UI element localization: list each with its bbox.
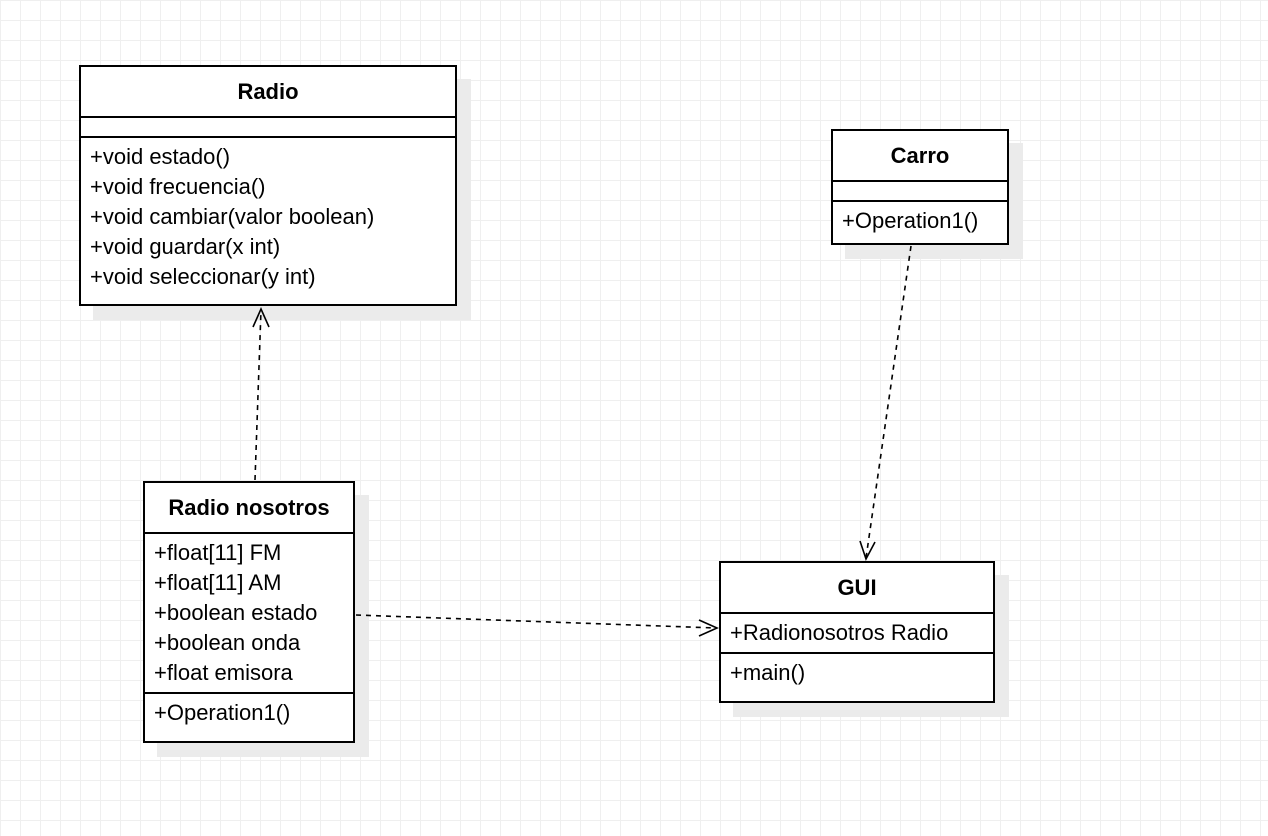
class-carro[interactable]: Carro +Operation1() bbox=[831, 129, 1009, 245]
attribute-item: +boolean onda bbox=[154, 630, 301, 655]
attribute-item: +float[11] FM bbox=[154, 540, 282, 565]
class-gui-name: GUI bbox=[721, 563, 993, 614]
class-radio-nosotros-attributes: +float[11] FM +float[11] AM +boolean est… bbox=[145, 534, 353, 694]
method-item: +void frecuencia() bbox=[90, 174, 266, 199]
attribute-item: +float[11] AM bbox=[154, 570, 282, 595]
class-gui-attributes: +Radionosotros Radio bbox=[721, 614, 993, 654]
method-item: +Operation1() bbox=[154, 700, 291, 725]
class-radio-attributes bbox=[81, 118, 455, 138]
class-carro-methods: +Operation1() bbox=[833, 202, 1007, 240]
class-radio-nosotros[interactable]: Radio nosotros +float[11] FM +float[11] … bbox=[143, 481, 355, 743]
dependency-carro-to-gui[interactable] bbox=[859, 245, 912, 562]
attribute-item: +Radionosotros Radio bbox=[730, 620, 949, 645]
class-carro-attributes bbox=[833, 182, 1007, 202]
class-radio-methods: +void estado() +void frecuencia() +void … bbox=[81, 138, 455, 296]
method-item: +void seleccionar(y int) bbox=[90, 264, 316, 289]
method-item: +Operation1() bbox=[842, 208, 979, 233]
attribute-item: +float emisora bbox=[154, 660, 293, 685]
class-radio[interactable]: Radio +void estado() +void frecuencia() … bbox=[79, 65, 457, 306]
class-radio-nosotros-methods: +Operation1() bbox=[145, 694, 353, 732]
class-gui[interactable]: GUI +Radionosotros Radio +main() bbox=[719, 561, 995, 703]
class-carro-name: Carro bbox=[833, 131, 1007, 182]
class-radio-nosotros-name: Radio nosotros bbox=[145, 483, 353, 534]
dependency-radionosotros-to-radio[interactable] bbox=[252, 307, 270, 481]
method-item: +void cambiar(valor boolean) bbox=[90, 204, 375, 229]
class-gui-methods: +main() bbox=[721, 654, 993, 692]
method-item: +main() bbox=[730, 660, 806, 685]
method-item: +void guardar(x int) bbox=[90, 234, 281, 259]
method-item: +void estado() bbox=[90, 144, 231, 169]
class-radio-name: Radio bbox=[81, 67, 455, 118]
dependency-radionosotros-to-gui[interactable] bbox=[355, 614, 719, 637]
attribute-item: +boolean estado bbox=[154, 600, 318, 625]
